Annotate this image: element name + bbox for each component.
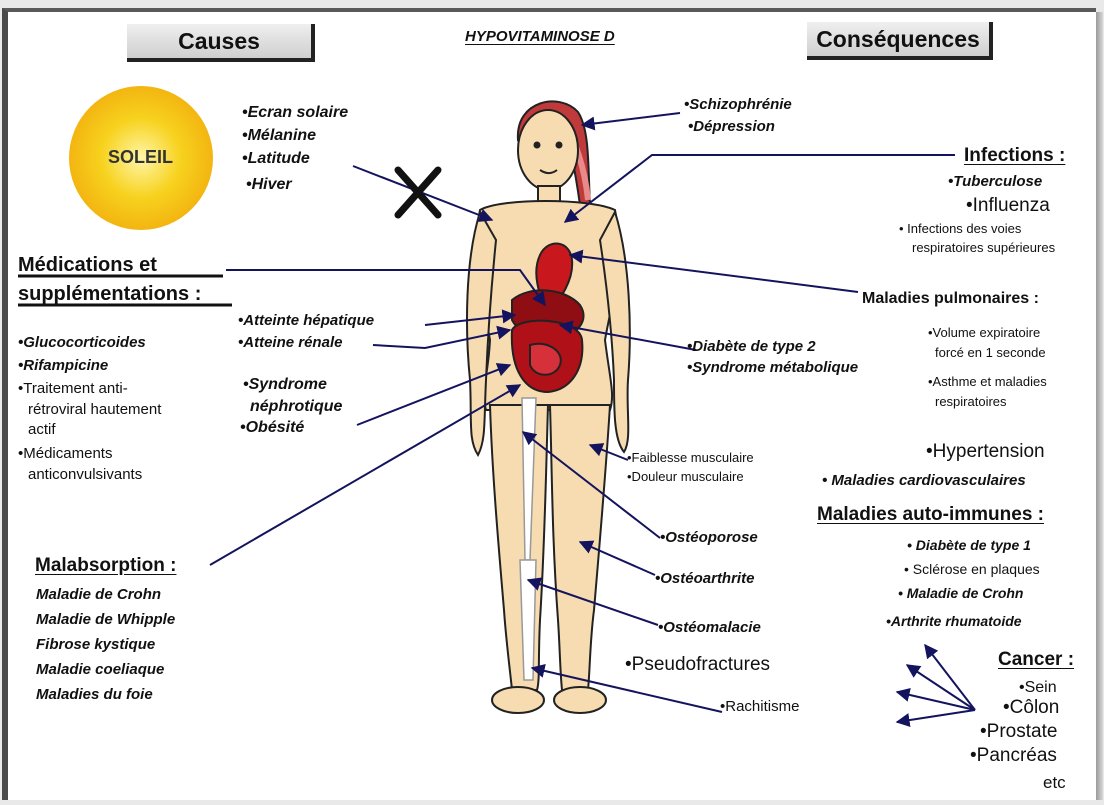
med-item: •Médicaments bbox=[18, 446, 112, 463]
sun-label: SOLEIL bbox=[108, 148, 173, 168]
cancer-heading: Cancer : bbox=[998, 650, 1074, 671]
cancer-item: etc bbox=[1043, 774, 1066, 793]
pulmonary-item: •Asthme et maladies bbox=[928, 375, 1047, 389]
cause-hiver: •Hiver bbox=[246, 176, 292, 194]
conseq-cardiovasculaires: • Maladies cardiovasculaires bbox=[822, 473, 1026, 490]
med-item: •Rifampicine bbox=[18, 358, 108, 375]
conseq-hypertension: •Hypertension bbox=[926, 442, 1045, 463]
cause-syndrome: •Syndrome bbox=[243, 376, 327, 394]
infection-item: •Influenza bbox=[966, 196, 1050, 217]
autoimmune-item: • Maladie de Crohn bbox=[898, 586, 1023, 601]
infections-heading: Infections : bbox=[964, 146, 1065, 167]
conseq-osteoporose: •Ostéoporose bbox=[660, 530, 758, 547]
medications-heading-2: supplémentations : bbox=[18, 283, 201, 305]
infection-item: • Infections des voies bbox=[899, 222, 1021, 236]
conseq-pseudofractures: •Pseudofractures bbox=[625, 655, 770, 676]
med-item: •Traitement anti- bbox=[18, 381, 128, 398]
diagram-title: HYPOVITAMINOSE D bbox=[465, 29, 615, 46]
med-item: rétroviral hautement bbox=[28, 402, 161, 419]
pulmonary-item: respiratoires bbox=[935, 395, 1007, 409]
autoimmune-item: • Sclérose en plaques bbox=[904, 562, 1040, 577]
med-item: anticonvulsivants bbox=[28, 467, 142, 484]
conseq-diabete2: •Diabète de type 2 bbox=[687, 339, 816, 356]
malabsorption-item: Maladies du foie bbox=[36, 687, 153, 704]
blocked-x-icon bbox=[398, 170, 438, 215]
conseq-schizophrenie: •Schizophrénie bbox=[684, 97, 792, 114]
cause-obesite: •Obésité bbox=[240, 419, 304, 437]
malabsorption-item: Maladie de Whipple bbox=[36, 612, 175, 629]
conseq-depression: •Dépression bbox=[688, 119, 775, 136]
infection-item: respiratoires supérieures bbox=[912, 241, 1055, 255]
infection-item: •Tuberculose bbox=[948, 174, 1042, 191]
conseq-rachitisme: •Rachitisme bbox=[720, 699, 799, 716]
conseq-syndrome-metabolique: •Syndrome métabolique bbox=[687, 360, 858, 377]
pulmonary-heading: Maladies pulmonaires : bbox=[862, 290, 1039, 308]
autoimmune-item: • Diabète de type 1 bbox=[907, 538, 1031, 553]
malabsorption-item: Fibrose kystique bbox=[36, 637, 155, 654]
cause-melanine: •Mélanine bbox=[242, 127, 316, 145]
cause-ecran: •Ecran solaire bbox=[242, 104, 348, 122]
malabsorption-item: Maladie coeliaque bbox=[36, 662, 164, 679]
cause-latitude: •Latitude bbox=[242, 150, 310, 168]
consequences-header: Conséquences bbox=[807, 22, 993, 60]
med-item: •Glucocorticoides bbox=[18, 335, 146, 352]
conseq-osteomalacie: •Ostéomalacie bbox=[658, 620, 761, 637]
malabsorption-item: Maladie de Crohn bbox=[36, 587, 161, 604]
autoimmune-heading: Maladies auto-immunes : bbox=[817, 505, 1044, 526]
cancer-item: •Côlon bbox=[1003, 698, 1059, 719]
cancer-item: •Prostate bbox=[980, 722, 1057, 743]
pulmonary-item: forcé en 1 seconde bbox=[935, 346, 1046, 360]
autoimmune-item: •Arthrite rhumatoide bbox=[886, 614, 1022, 629]
med-item: actif bbox=[28, 422, 56, 439]
conseq-douleur: •Douleur musculaire bbox=[627, 470, 744, 484]
cause-nephrotique: néphrotique bbox=[250, 398, 342, 416]
cancer-item: •Pancréas bbox=[970, 746, 1057, 767]
conseq-faiblesse: •Faiblesse musculaire bbox=[627, 451, 754, 465]
medications-heading: Médications et bbox=[18, 254, 157, 276]
cause-renale: •Atteine rénale bbox=[238, 335, 342, 352]
cause-hepatique: •Atteinte hépatique bbox=[238, 313, 374, 330]
causes-header: Causes bbox=[127, 24, 315, 62]
cancer-item: •Sein bbox=[1019, 679, 1057, 697]
human-body-figure bbox=[467, 101, 630, 713]
malabsorption-heading: Malabsorption : bbox=[35, 556, 176, 577]
pulmonary-item: •Volume expiratoire bbox=[928, 326, 1040, 340]
conseq-osteoarthrite: •Ostéoarthrite bbox=[655, 571, 754, 588]
